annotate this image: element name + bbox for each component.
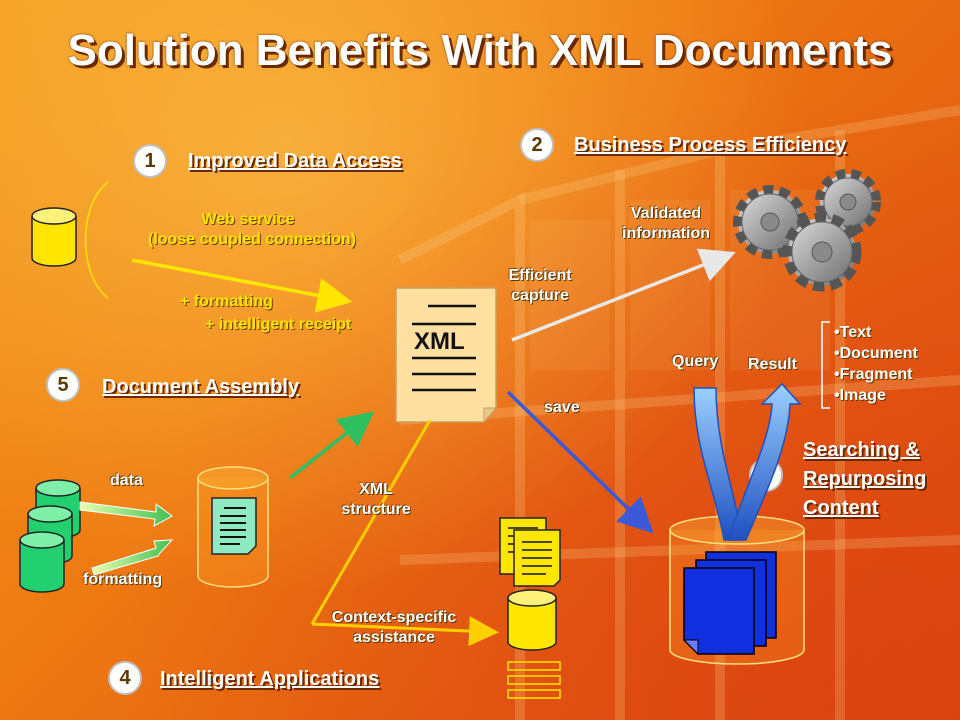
bracket (84, 181, 109, 299)
stacked-documents-icon (682, 551, 777, 656)
web-service-line2: (loose coupled connection) (148, 231, 357, 248)
formatting-arrow (91, 539, 174, 576)
data-label: data (110, 472, 143, 489)
result-item-image: Image (834, 385, 918, 406)
efficient-capture-arrow (511, 248, 736, 342)
efficient-line2: capture (511, 287, 569, 304)
context-arrow (311, 616, 499, 647)
section-4-badge: 4 (108, 661, 142, 695)
efficient-capture-label: Efficient capture (498, 266, 582, 306)
xml-document-icon (395, 287, 498, 424)
section-1-heading: Improved Data Access (188, 150, 402, 172)
context-line1: Context-specific (331, 609, 457, 626)
context-line2: assistance (353, 629, 435, 646)
small-documents-icon (499, 517, 561, 587)
slide-title: Solution Benefits With XML Documents (67, 26, 893, 75)
web-service-label: Web service (loose coupled connection) (148, 210, 357, 250)
result-item-fragment: Fragment (834, 364, 918, 385)
database-icon (31, 207, 77, 267)
efficient-line1: Efficient (508, 267, 572, 284)
assembly-arrow (288, 411, 375, 480)
data-arrow (79, 501, 173, 527)
validated-line2: information (622, 225, 710, 242)
gear-icon (733, 169, 881, 292)
context-assistance-label: Context-specific assistance (314, 608, 474, 648)
section-2-heading: Business Process Efficiency (574, 134, 847, 156)
section-3-heading: Searching & Repurposing Content (803, 436, 926, 523)
section-3-heading-line2: Repurposing (803, 468, 927, 490)
web-service-arrow (131, 258, 353, 313)
validated-information-label: Validated information (606, 204, 726, 244)
section-2-badge: 2 (520, 128, 554, 162)
save-label: save (544, 399, 580, 416)
section-3-heading-line1: Searching & (803, 439, 920, 461)
section-4-heading: Intelligent Applications (160, 668, 380, 690)
result-label: Result (748, 356, 797, 373)
xml-structure-line1: XML (359, 481, 393, 498)
result-bracket (821, 321, 830, 409)
stacked-bars-icon (507, 661, 561, 699)
xml-structure-line (310, 419, 432, 625)
query-label: Query (672, 353, 719, 370)
intelligent-receipt-label: + intelligent receipt (205, 316, 352, 333)
result-item-text: Text (834, 322, 918, 343)
validated-line1: Validated (630, 205, 702, 222)
document-icon (211, 497, 257, 555)
section-5-heading: Document Assembly (102, 376, 300, 398)
result-list: Text Document Fragment Image (834, 322, 918, 406)
section-1-badge: 1 (133, 144, 167, 178)
save-arrow (506, 390, 654, 534)
xml-structure-label: XML structure (330, 480, 422, 520)
xml-structure-line2: structure (341, 501, 411, 518)
formatting-plus-label: + formatting (180, 293, 273, 310)
section-3-heading-line3: Content (803, 497, 879, 519)
web-service-line1: Web service (201, 211, 295, 228)
result-item-document: Document (834, 343, 918, 364)
context-database-icon (507, 589, 557, 651)
xml-label: XML (414, 328, 465, 355)
formatting-label: formatting (83, 571, 163, 588)
database-stack-icon (19, 479, 81, 593)
section-5-badge: 5 (46, 368, 80, 402)
curved-arrow-icon (693, 382, 802, 541)
